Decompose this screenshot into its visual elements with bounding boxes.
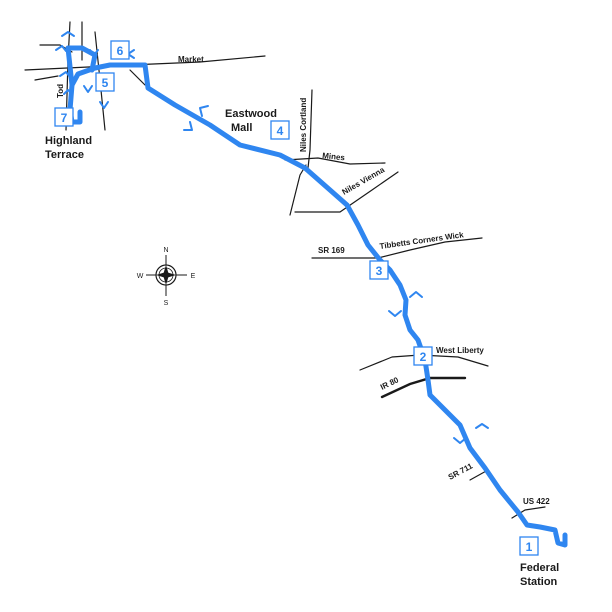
arrow-icon-highland-1 [61,31,75,37]
place-label-terrace: Terrace [45,149,84,161]
compass-west: W [137,273,144,280]
route-line-main [92,62,568,548]
road-label-us422: US 422 [523,497,550,506]
place-labels: Highland Terrace Eastwood Mall Federal S… [45,108,559,588]
road-label-tod: Tod [56,84,65,98]
road-highland-diagonal-2 [34,75,59,81]
arrow-icon-south-3 [388,310,402,317]
stop-6[interactable]: 6 [110,40,130,60]
stop-5[interactable]: 5 [95,72,115,92]
stop-4[interactable]: 4 [270,120,290,140]
road-label-west-liberty: West Liberty [436,346,484,355]
road-niles-cortland [307,89,313,169]
road-tibbetts [377,237,483,259]
place-label-station: Station [520,576,558,588]
compass-east: E [191,273,196,280]
stop-5-number: 5 [102,76,109,90]
stop-3-number: 3 [376,264,383,278]
compass-rose-icon: N S E W [137,247,196,307]
road-mines [284,157,386,165]
road-label-mines: Mines [322,151,346,162]
road-niles-vienna [294,171,399,213]
stop-7[interactable]: 7 [54,107,74,127]
compass-north: N [163,247,168,254]
place-label-federal: Federal [520,562,559,574]
place-label-mall: Mall [231,122,252,134]
arrow-icon-highland-5 [59,71,71,78]
arrow-icon-south-2 [453,437,467,444]
stop-6-number: 6 [117,44,124,58]
arrow-icon-highland-8 [63,89,73,95]
road-labels: Market Tod Niles Cortland Mines Niles Vi… [56,55,550,506]
arrow-icon-highland-6 [83,85,93,93]
bus-route [65,45,568,548]
road-market [24,55,266,71]
arrow-icon-highland-9 [99,101,109,109]
arrow-icon-north-2 [475,423,489,429]
road-ir80 [380,376,467,399]
arrow-icon-highland-2 [55,45,67,52]
place-label-eastwood: Eastwood [225,108,277,120]
road-label-sr711: SR 711 [447,461,475,482]
arrow-icon-north-3 [409,291,423,298]
road-label-sr169: SR 169 [318,246,345,255]
arrow-icon-nw-outbound [199,105,209,117]
place-label-highland: Highland [45,135,92,147]
route-line-highland-upper [65,45,98,88]
compass-south: S [164,300,169,307]
stop-1[interactable]: 1 [519,536,539,556]
road-label-niles-vienna: Niles Vienna [341,165,387,197]
stop-2[interactable]: 2 [413,346,433,366]
route-line-highland-loop [67,65,98,125]
road-label-market: Market [178,55,204,64]
arrow-icon-highland-3 [89,49,99,56]
arrow-icon-se-inbound [183,121,193,131]
road-us422 [511,506,546,519]
road-highland-connector [129,69,146,86]
road-label-niles-cortland: Niles Cortland [299,98,308,152]
road-southwest-connector [289,164,307,216]
stop-1-number: 1 [526,540,533,554]
stop-2-number: 2 [420,350,427,364]
stop-7-number: 7 [61,111,68,125]
stop-3[interactable]: 3 [369,260,389,280]
stop-4-number: 4 [277,124,284,138]
